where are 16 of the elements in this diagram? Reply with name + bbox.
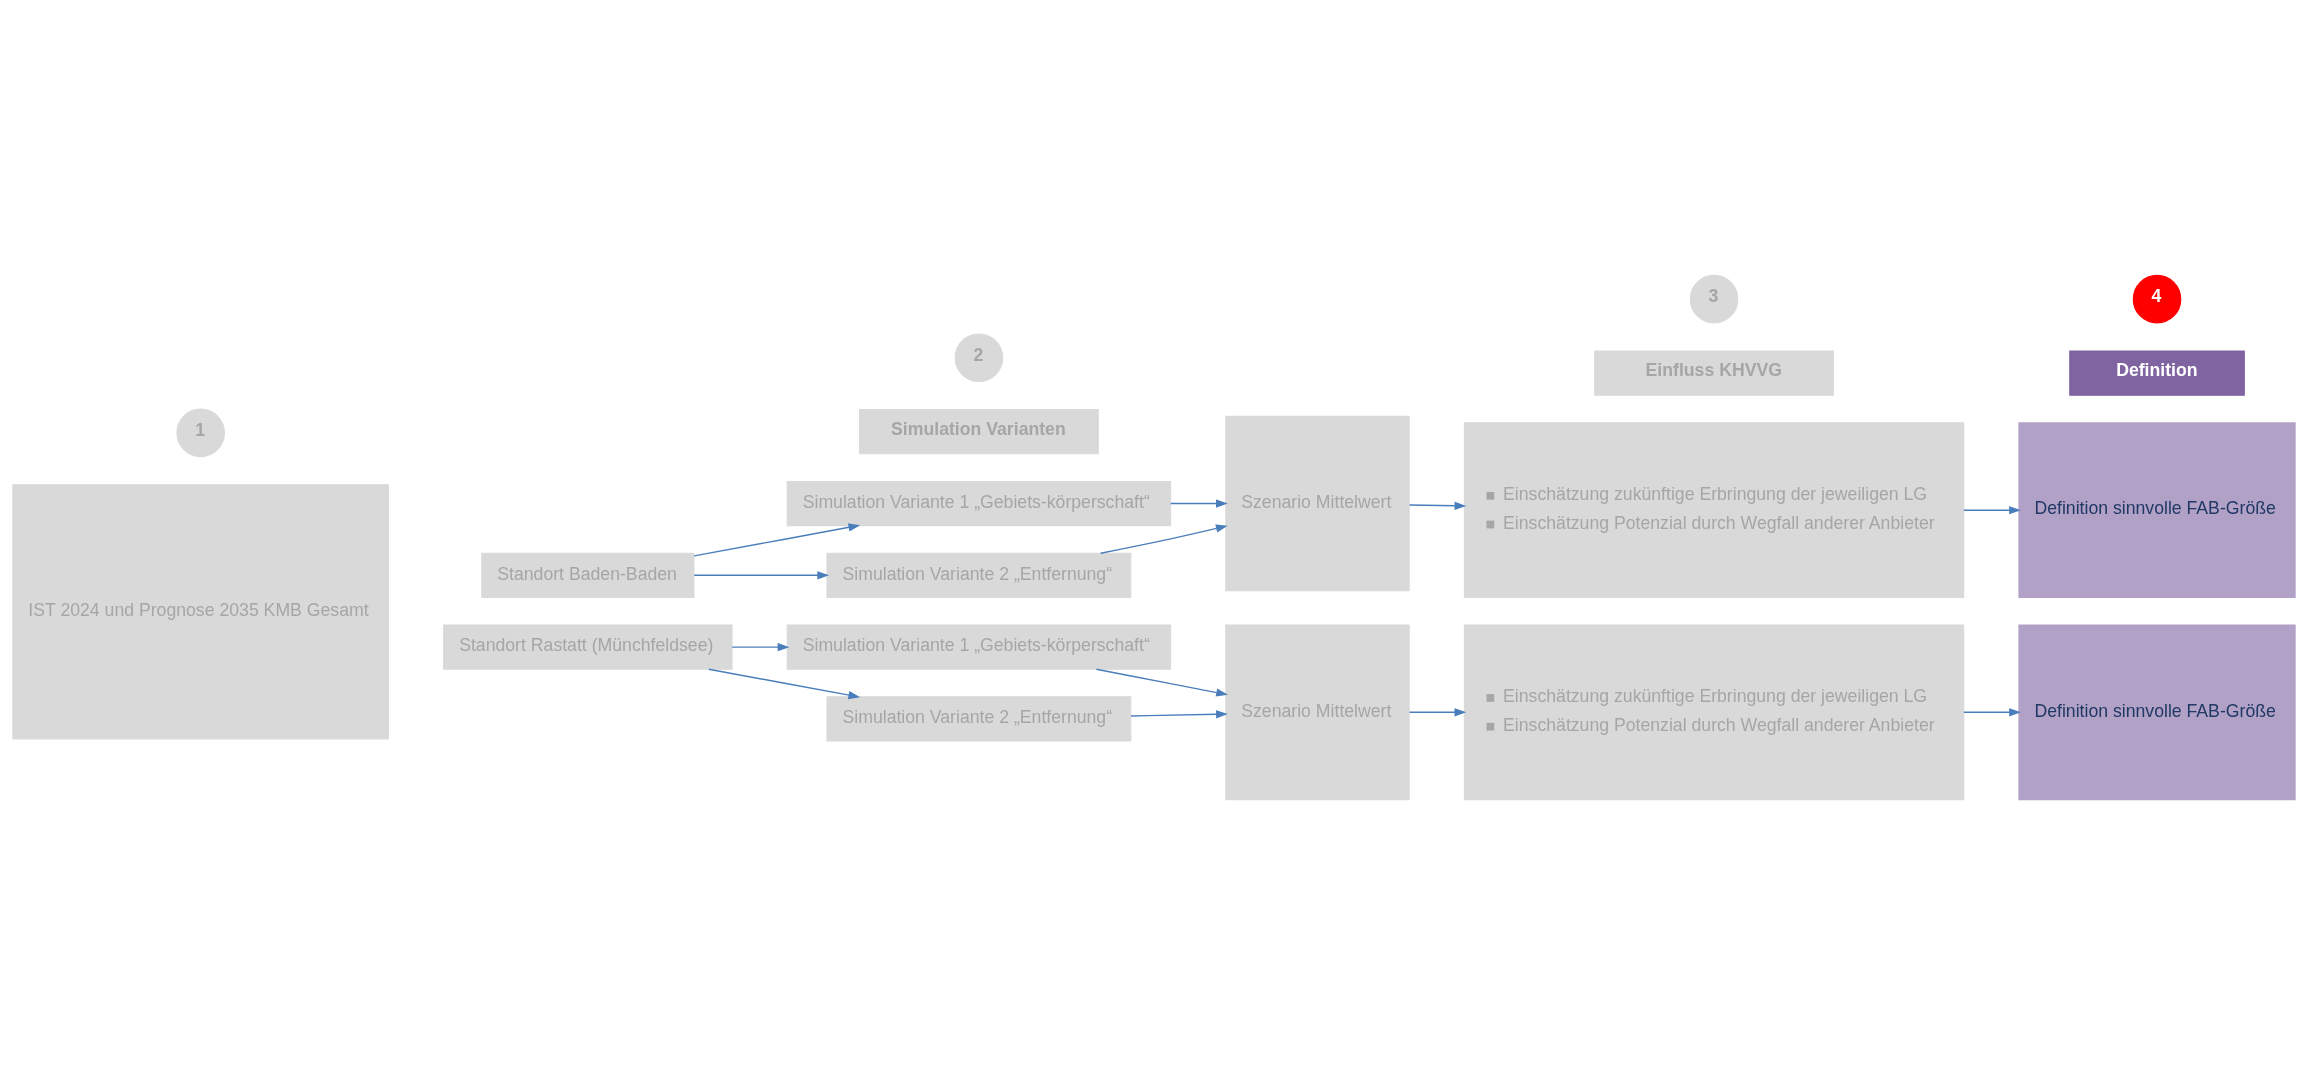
arrow [693,523,861,557]
arrow [1408,708,1467,717]
arrow [1963,708,2021,717]
node-box: Definition sinnvolle FAB-Größe [2018,422,2296,598]
arrow [1095,668,1228,697]
arrow [693,571,830,580]
node-box: Definition sinnvolle FAB-Größe [2018,624,2296,801]
arrow [1963,506,2021,515]
arrow [1408,501,1467,510]
arrow [1170,499,1228,508]
arrow [731,643,790,652]
node-box: Definition [2069,350,2245,396]
arrow [708,668,861,700]
arrow [1099,524,1228,554]
node-circle: 4 [2132,274,2182,324]
arrow [1130,710,1228,719]
